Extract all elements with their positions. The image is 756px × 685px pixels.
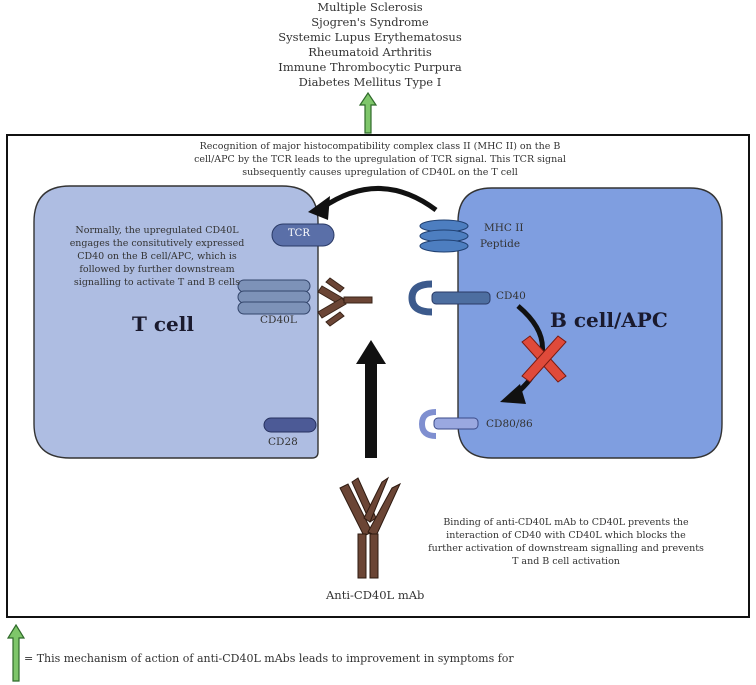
- mhc-ii-peptide: [419, 219, 469, 253]
- caption-line: signalling to activate T and B cells: [73, 277, 241, 288]
- anti-cd40l-antibody-icon: [339, 476, 402, 579]
- antibody-label: Anti-CD40L mAb: [326, 588, 425, 602]
- mhc-label: MHC II: [484, 222, 524, 234]
- caption-line: interaction of CD40 with CD40L which blo…: [446, 530, 686, 541]
- cd40l-receptor: [237, 279, 311, 315]
- tcr-receptor: [271, 223, 335, 247]
- disease-item: Systemic Lupus Erythematosus: [278, 30, 462, 44]
- caption-line: CD40 on the B cell/APC, which is: [77, 251, 237, 262]
- caption-line: T and B cell activation: [512, 556, 620, 567]
- b-cell-body: [457, 187, 723, 459]
- binding-caption: Binding of anti-CD40L mAb to CD40L preve…: [416, 516, 716, 568]
- recognition-caption: Recognition of major histocompatibility …: [190, 140, 570, 179]
- caption-line: Recognition of major histocompatibility …: [199, 141, 561, 152]
- disease-list: Multiple Sclerosis Sjogren's Syndrome Sy…: [200, 0, 540, 90]
- caption-line: further activation of downstream signall…: [428, 543, 704, 554]
- normal-signalling-caption: Normally, the upregulated CD40L engages …: [52, 224, 262, 289]
- tcr-label: TCR: [288, 228, 310, 239]
- cd40l-label: CD40L: [260, 314, 297, 326]
- diagram-frame: [6, 134, 750, 618]
- recognition-arrow: [320, 186, 438, 213]
- cd80-86-receptor: [418, 409, 479, 439]
- t-cell-body: [33, 185, 319, 459]
- peptide-label: Peptide: [480, 238, 521, 250]
- cd28-label: CD28: [268, 436, 298, 448]
- block-x-icon: [521, 335, 567, 383]
- cd40-label: CD40: [496, 290, 526, 302]
- disease-item: Immune Thrombocytic Purpura: [278, 60, 462, 74]
- cd40-receptor: [408, 280, 491, 316]
- caption-line: Binding of anti-CD40L mAb to CD40L preve…: [443, 517, 689, 528]
- green-up-arrow-legend-icon: [6, 624, 26, 682]
- disease-item: Sjogren's Syndrome: [311, 15, 429, 29]
- cd80-86-label: CD80/86: [486, 418, 533, 430]
- disease-item: Multiple Sclerosis: [317, 0, 423, 14]
- b-cell-title: B cell/APC: [550, 308, 668, 332]
- caption-line: Normally, the upregulated CD40L: [75, 225, 239, 236]
- green-up-arrow-icon: [358, 92, 378, 134]
- disease-item: Diabetes Mellitus Type I: [298, 75, 442, 89]
- caption-line: engages the consitutively expressed: [69, 238, 245, 249]
- cd28-receptor: [263, 417, 317, 433]
- caption-line: followed by further downstream: [79, 264, 235, 275]
- footer-note: = This mechanism of action of anti-CD40L…: [24, 652, 514, 665]
- caption-line: cell/APC by the TCR leads to the upregul…: [194, 154, 566, 165]
- bound-antibody-icon: [317, 277, 373, 327]
- disease-item: Rheumatoid Arthritis: [308, 45, 432, 59]
- caption-line: subsequently causes upregulation of CD40…: [242, 167, 518, 178]
- blocking-arrow: [356, 340, 386, 458]
- t-cell-title: T cell: [132, 312, 194, 336]
